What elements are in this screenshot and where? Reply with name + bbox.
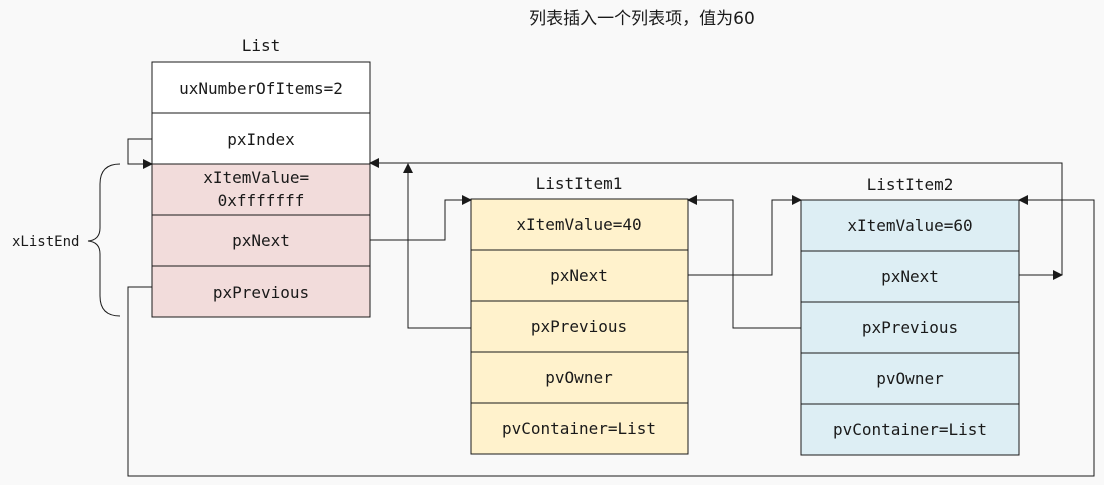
- item2-field-0: xItemValue=60: [847, 216, 972, 235]
- item2-field-1: pxNext: [881, 267, 939, 286]
- item2-field-box-1: [800, 250, 1020, 303]
- item2-field-box-3: [800, 352, 1020, 405]
- list-field-2-line-1: xItemValue=: [203, 168, 309, 187]
- list-block: List uxNumberOfItems=2 pxIndex xItemValu…: [151, 36, 371, 318]
- item1-field-3: pvOwner: [545, 368, 613, 387]
- item2-pxprevious-arrow: [687, 195, 801, 329]
- list-field-box-3: [151, 214, 371, 267]
- item1-field-box-0: [470, 198, 689, 251]
- item2-title: ListItem2: [867, 175, 954, 194]
- item2-field-box-2: [800, 301, 1020, 354]
- list-field-box-1: [151, 112, 371, 165]
- item1-field-box-4: [470, 402, 689, 455]
- item2-block: ListItem2 xItemValue=60 pxNext pxPreviou…: [800, 175, 1020, 456]
- list-pxprevious-arrow: [127, 195, 1095, 477]
- item1-pxprevious-arrow: [403, 163, 471, 329]
- list-field-2: xItemValue= 0xfffffff: [203, 168, 319, 210]
- item1-field-2: pxPrevious: [531, 317, 627, 336]
- item2-field-box-0: [800, 199, 1020, 252]
- brace-label: xListEnd: [12, 234, 79, 250]
- item2-field-box-4: [800, 403, 1020, 456]
- list-end-brace: xListEnd: [12, 163, 121, 317]
- list-field-box-0: [151, 61, 371, 114]
- item2-pxnext-return: [369, 158, 1063, 275]
- list-field-box-4: [151, 265, 371, 318]
- item2-field-4: pvContainer=List: [833, 420, 987, 439]
- list-field-3: pxNext: [232, 231, 290, 250]
- item2-field-2: pxPrevious: [862, 318, 958, 337]
- item1-field-0: xItemValue=40: [516, 215, 641, 234]
- list-field-1: pxIndex: [227, 130, 295, 149]
- item1-block: ListItem1 xItemValue=40 pxNext pxPreviou…: [470, 174, 689, 455]
- list-field-2-line-2: 0xfffffff: [218, 191, 305, 210]
- pxindex-arrow: [127, 138, 153, 169]
- item2-field-3: pvOwner: [876, 369, 944, 388]
- item1-title: ListItem1: [536, 174, 623, 193]
- connectors: [127, 138, 1095, 477]
- diagram-title: 列表插入一个列表项，值为60: [529, 9, 755, 29]
- item1-field-1: pxNext: [550, 266, 608, 285]
- item1-field-4: pvContainer=List: [502, 419, 656, 438]
- list-title: List: [242, 36, 281, 55]
- item1-field-box-3: [470, 351, 689, 404]
- list-pxnext-arrow: [370, 195, 472, 241]
- item1-pxnext-arrow: [688, 195, 802, 276]
- list-field-box-2: [151, 163, 371, 216]
- list-field-0: uxNumberOfItems=2: [179, 79, 343, 98]
- list-field-4: pxPrevious: [213, 283, 309, 302]
